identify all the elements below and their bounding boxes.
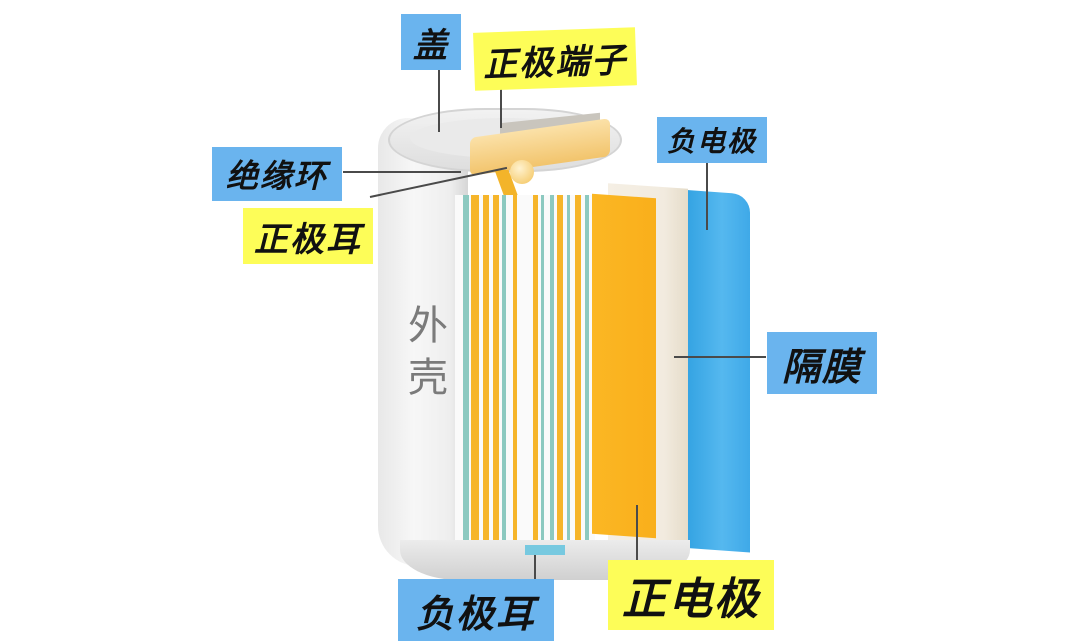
negative-electrode-label: 负电极 xyxy=(657,117,767,163)
electrode-roll xyxy=(455,195,595,550)
positive-terminal-label: 正极端子 xyxy=(473,27,637,91)
positive-electrode-leader-line xyxy=(636,505,638,563)
cap-label: 盖 xyxy=(401,14,461,70)
terminal-knob xyxy=(510,160,534,184)
negative-tab-label: 负极耳 xyxy=(398,579,554,641)
positive-terminal-leader-line xyxy=(500,88,502,128)
negative-tab-leader-line xyxy=(534,555,536,581)
positive-electrode-sheet xyxy=(592,193,656,539)
positive-tab-label: 正极耳 xyxy=(243,208,373,264)
cap-leader-line xyxy=(438,70,440,132)
insulating-ring-label: 绝缘环 xyxy=(212,147,342,201)
insulating-ring-leader-line xyxy=(343,171,461,173)
positive-electrode-label: 正电极 xyxy=(608,560,774,630)
negative-electrode-leader-line xyxy=(706,162,708,230)
negative-electrode-sheet xyxy=(680,189,750,553)
shell-label: 外壳 xyxy=(408,303,448,401)
separator-label: 隔膜 xyxy=(767,332,877,394)
negative-tab-strip xyxy=(525,545,565,555)
separator-leader-line xyxy=(674,356,766,358)
